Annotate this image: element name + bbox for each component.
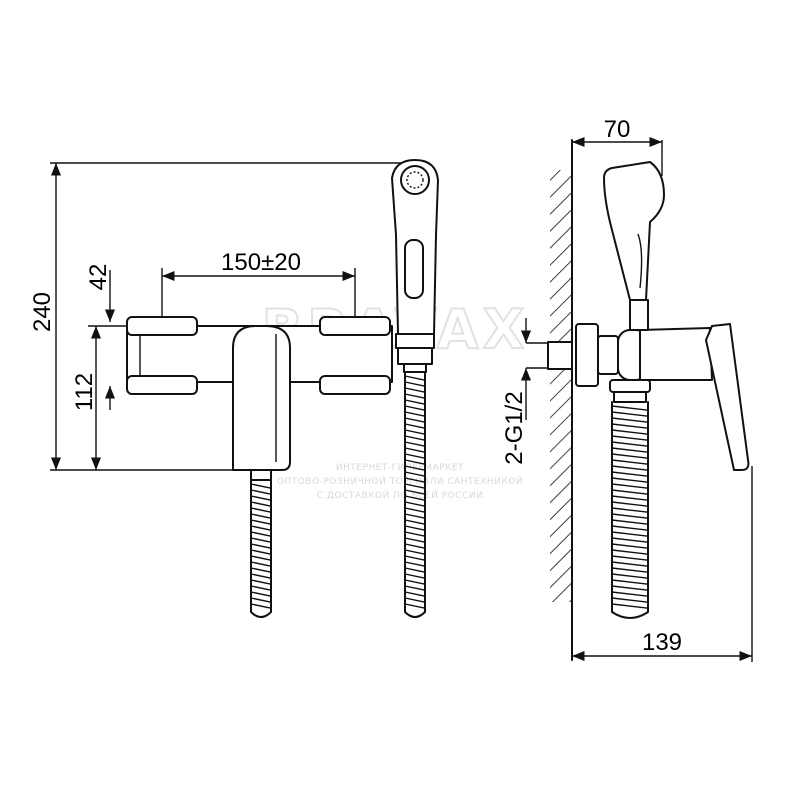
watermark-line-3: С ДОСТАВКОЙ ПО ВСЕЙ РОССИИ xyxy=(317,489,483,501)
dim-overall-height: 240 xyxy=(29,162,405,471)
watermark-line-2: ОПТОВО-РОЗНИЧНОЙ ТОРГОВЛИ САНТЕХНИКОЙ xyxy=(277,475,523,487)
dim-center-spacing: 150±20 xyxy=(161,249,356,322)
mixer-body xyxy=(126,316,393,471)
hand-shower xyxy=(391,159,439,373)
dim-body-height: 112 xyxy=(71,325,128,470)
dim-side-depth: 70 xyxy=(572,116,663,176)
side-view: 70 139 2-G1/2 xyxy=(501,116,753,662)
dim-label-inlet-offset: 42 xyxy=(85,264,112,291)
side-hose xyxy=(611,401,649,619)
dim-overall-depth: 139 xyxy=(572,466,753,662)
dim-label-side-depth: 70 xyxy=(604,116,631,143)
dim-label-overall-depth: 139 xyxy=(642,629,682,656)
side-fittings xyxy=(547,161,750,471)
watermark-line-1: ИНТЕРНЕТ-ГИПЕРМАРКЕТ xyxy=(336,463,464,473)
dim-label-overall-height: 240 xyxy=(29,292,56,332)
hose-left xyxy=(250,469,272,618)
dim-thread: 2-G1/2 xyxy=(501,318,548,465)
dim-label-center-spacing: 150±20 xyxy=(221,249,301,276)
dim-inlet-offset: 42 xyxy=(85,264,116,410)
wall xyxy=(550,139,573,661)
dim-label-thread: 2-G1/2 xyxy=(501,391,528,464)
front-view: 240 112 42 150±20 xyxy=(29,159,439,618)
hose-right xyxy=(404,371,426,618)
dim-label-body-height: 112 xyxy=(71,373,98,411)
